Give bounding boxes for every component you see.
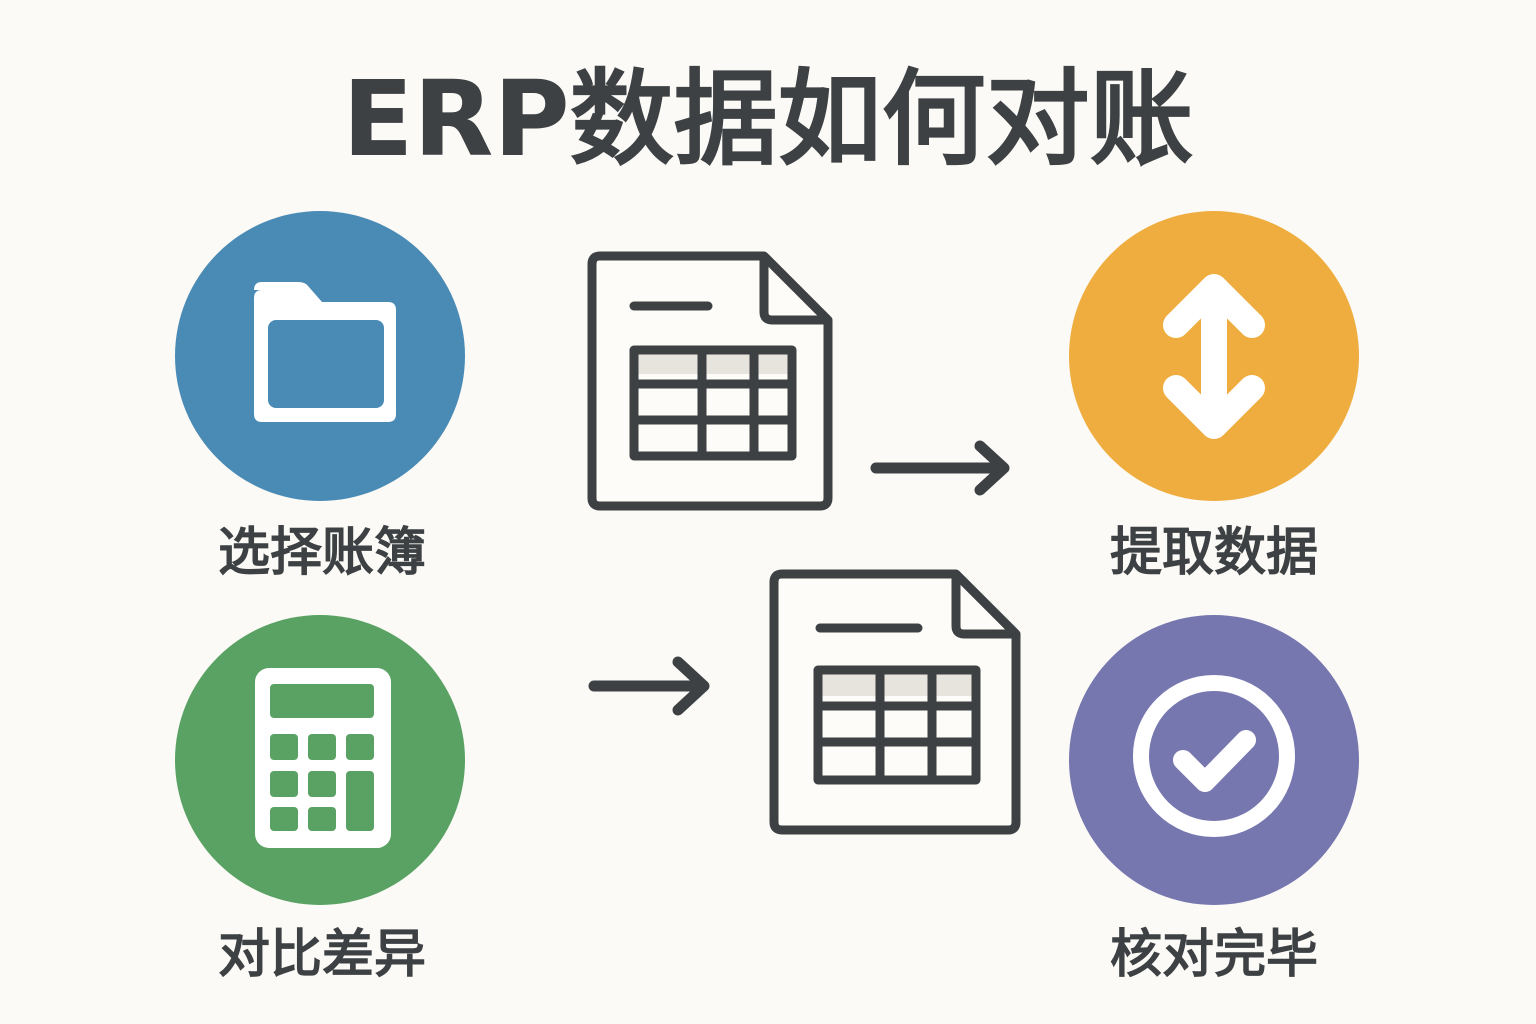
step-label: 提取数据 <box>1110 523 1318 583</box>
spreadsheet-document-icon <box>587 251 833 511</box>
folder-icon <box>254 282 396 422</box>
calculator-icon <box>255 668 391 848</box>
step-compare-differences: 对比差异 <box>175 615 465 985</box>
arrow-right-icon <box>870 440 1010 496</box>
step-select-ledger: 选择账簿 <box>175 211 465 583</box>
up-down-arrows-icon <box>1163 274 1265 439</box>
step-extract-data: 提取数据 <box>1069 211 1359 583</box>
step-label: 选择账簿 <box>218 523 426 583</box>
check-circle-icon <box>1133 675 1295 837</box>
page-title: ERP数据如何对账 <box>342 58 1193 180</box>
step-label: 对比差异 <box>218 925 426 985</box>
step-reconciliation-complete: 核对完毕 <box>1069 615 1359 985</box>
spreadsheet-document-icon <box>769 569 1021 835</box>
step-label: 核对完毕 <box>1110 925 1318 985</box>
arrow-right-icon <box>588 656 710 716</box>
